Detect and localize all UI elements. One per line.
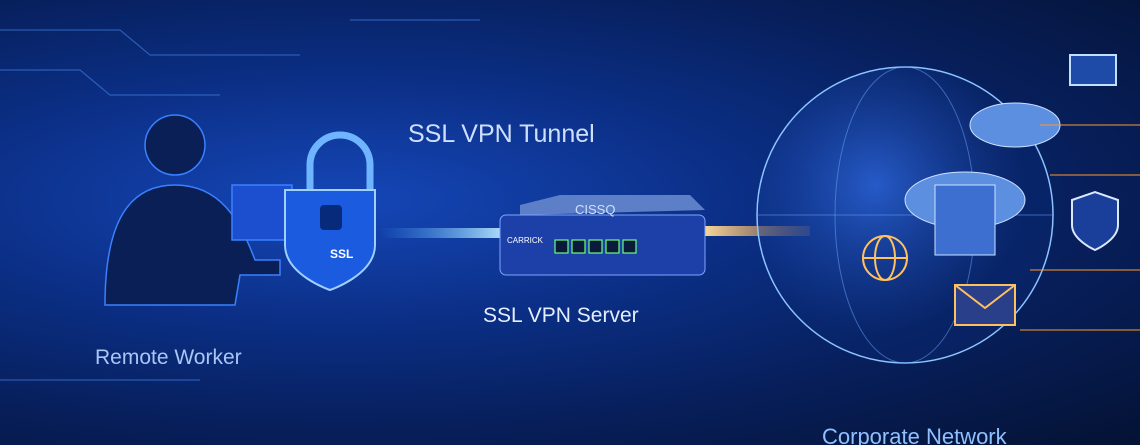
network-label: Corporate Network bbox=[822, 424, 1007, 445]
globe-icon bbox=[862, 235, 908, 281]
ssl-badge-text: SSL bbox=[330, 247, 354, 261]
vpn-server-device bbox=[499, 195, 706, 276]
tunnel-beam-blue bbox=[380, 228, 510, 238]
tunnel-label: SSL VPN Tunnel bbox=[408, 120, 595, 148]
tunnel-beam-orange bbox=[700, 226, 810, 236]
server-label: SSL VPN Server bbox=[483, 304, 639, 327]
mail-icon-top bbox=[1069, 54, 1117, 86]
device-panel-text: CARRICK bbox=[507, 236, 544, 245]
mail-icon-flap bbox=[954, 284, 1016, 310]
security-shield-icon bbox=[1071, 190, 1119, 252]
device-brand: CISSQ bbox=[575, 202, 616, 217]
circuit-lines bbox=[0, 19, 480, 381]
orange-data-lines bbox=[1020, 124, 1140, 331]
ssl-shield-icon bbox=[284, 131, 376, 292]
remote-worker-figure bbox=[104, 114, 293, 306]
worker-label: Remote Worker bbox=[95, 346, 242, 369]
